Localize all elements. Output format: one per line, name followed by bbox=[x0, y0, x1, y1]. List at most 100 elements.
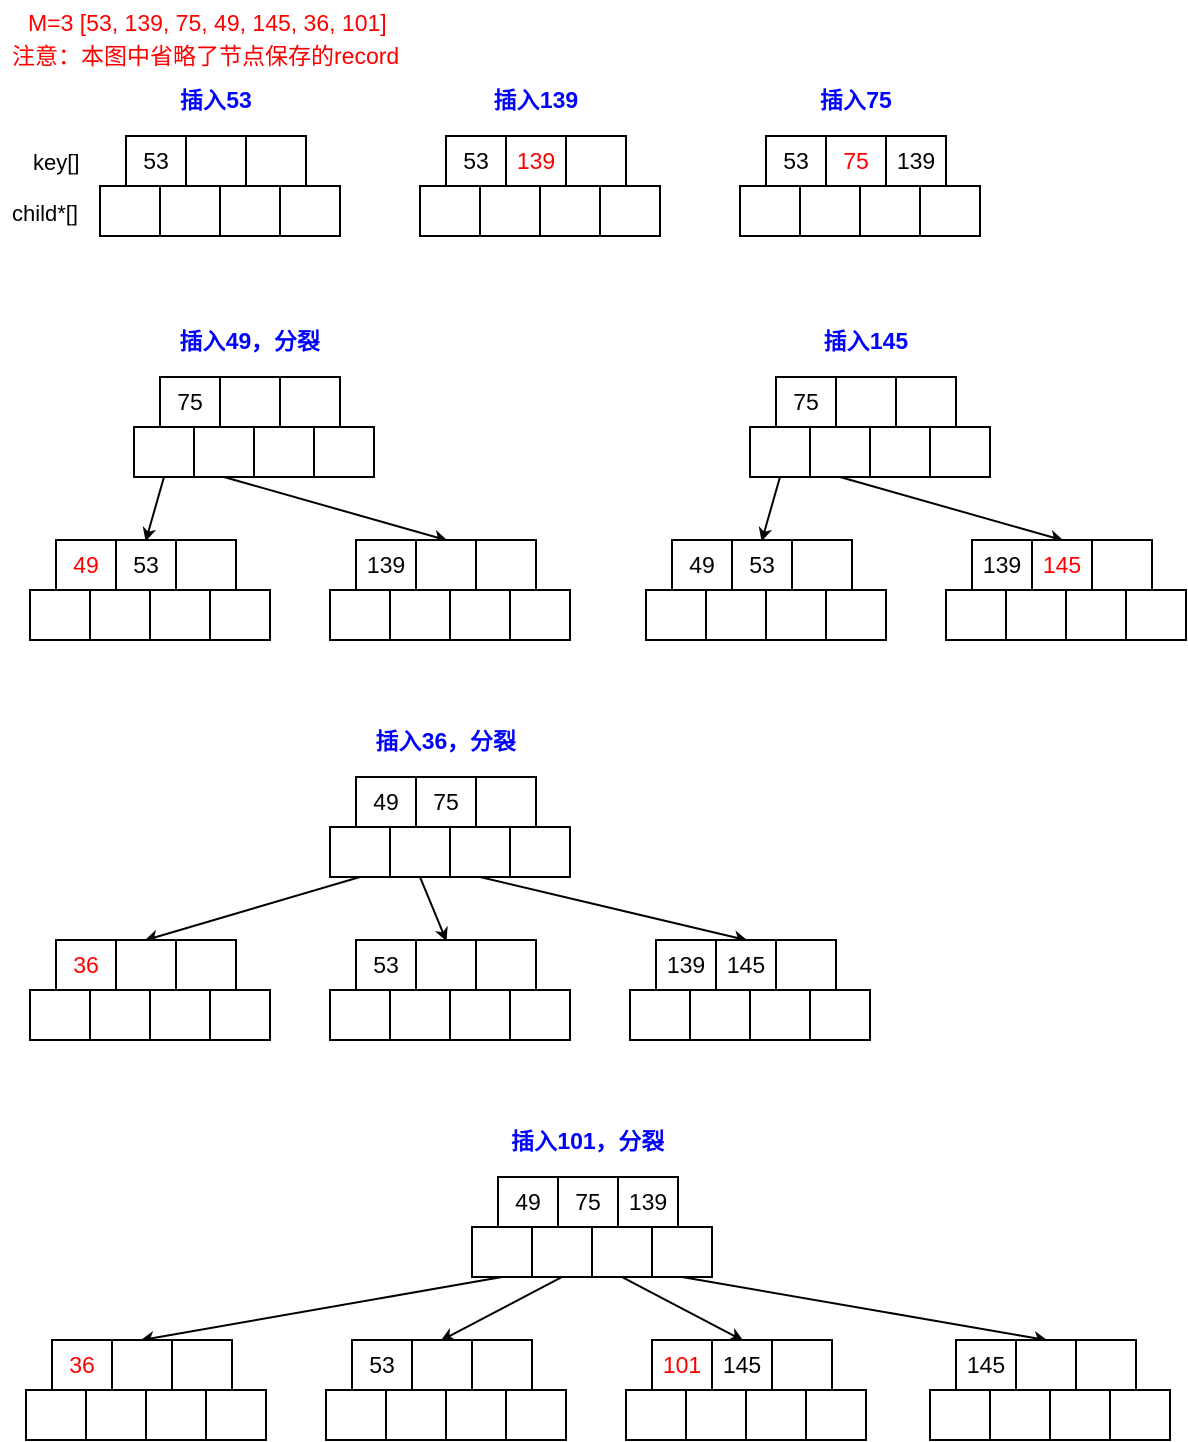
child-pointer-arrow bbox=[144, 876, 361, 944]
key-cell bbox=[111, 1339, 173, 1391]
child-pointer-cell bbox=[799, 185, 861, 237]
child-pointer-cell bbox=[531, 1226, 593, 1278]
child-pointer-arrow bbox=[758, 476, 781, 542]
new-key-value: 36 bbox=[73, 952, 99, 978]
child-node: 36 bbox=[29, 939, 271, 1041]
child-pointer-cell bbox=[445, 1389, 507, 1441]
child-pointer-cell bbox=[1125, 589, 1187, 641]
child-pointer-cell bbox=[685, 1389, 747, 1441]
key-cell bbox=[971, 539, 1033, 591]
key-value: 139 bbox=[983, 552, 1021, 578]
key-value: 53 bbox=[133, 552, 159, 578]
child-pointer-edges bbox=[142, 476, 448, 544]
new-key-value: 75 bbox=[843, 148, 869, 174]
step-title: 插入36，分裂 bbox=[376, 728, 517, 754]
child-pointer-cell bbox=[471, 1226, 533, 1278]
child-pointer-cell bbox=[539, 185, 601, 237]
key-cell bbox=[771, 1339, 833, 1391]
child-pointer-cell bbox=[449, 826, 511, 878]
key-cell bbox=[115, 939, 177, 991]
child-pointer-cell bbox=[389, 826, 451, 878]
child-pointer-cell bbox=[705, 589, 767, 641]
key-value: 75 bbox=[575, 1189, 601, 1215]
child-pointer-cell bbox=[1109, 1389, 1171, 1441]
child-pointer-cell bbox=[739, 185, 801, 237]
key-cell bbox=[475, 539, 537, 591]
child-pointer-cell bbox=[449, 989, 511, 1041]
key-array-label: key[] bbox=[33, 150, 79, 175]
root-node: 53 bbox=[99, 135, 341, 237]
key-cell bbox=[835, 376, 897, 428]
key-cell bbox=[411, 1339, 473, 1391]
child-pointer-cell bbox=[689, 989, 751, 1041]
child-pointer-cell bbox=[989, 1389, 1051, 1441]
child-pointer-arrow bbox=[839, 476, 1064, 544]
key-cell bbox=[175, 539, 237, 591]
child-pointer-cell bbox=[1005, 589, 1067, 641]
key-cell bbox=[125, 135, 187, 187]
key-value: 139 bbox=[367, 552, 405, 578]
child-pointer-cell bbox=[209, 989, 271, 1041]
key-cell bbox=[791, 539, 853, 591]
child-node: 49 53 bbox=[29, 539, 271, 641]
root-node: 75 bbox=[749, 376, 991, 478]
key-cell bbox=[565, 135, 627, 187]
child-pointer-cell bbox=[509, 826, 571, 878]
key-cell bbox=[475, 776, 537, 828]
key-cell bbox=[651, 1339, 713, 1391]
child-pointer-cell bbox=[29, 589, 91, 641]
child-pointer-cell bbox=[25, 1389, 87, 1441]
child-node: 53 bbox=[329, 939, 571, 1041]
key-cell bbox=[617, 1176, 679, 1228]
key-value: 53 bbox=[749, 552, 775, 578]
child-pointer-cell bbox=[809, 426, 871, 478]
child-pointer-cell bbox=[625, 1389, 687, 1441]
child-pointer-edges bbox=[140, 1276, 1048, 1345]
child-pointer-cell bbox=[509, 989, 571, 1041]
key-cell bbox=[1015, 1339, 1077, 1391]
child-pointer-edges bbox=[144, 876, 748, 944]
child-pointer-cell bbox=[313, 426, 375, 478]
key-cell bbox=[895, 376, 957, 428]
child-pointer-cell bbox=[219, 185, 281, 237]
child-pointer-cell bbox=[629, 989, 691, 1041]
child-pointer-cell bbox=[1049, 1389, 1111, 1441]
child-pointer-cell bbox=[509, 589, 571, 641]
key-value: 75 bbox=[433, 789, 459, 815]
child-pointer-cell bbox=[505, 1389, 567, 1441]
key-cell bbox=[415, 939, 477, 991]
key-cell bbox=[1091, 539, 1153, 591]
key-cell bbox=[497, 1176, 559, 1228]
new-key-value: 36 bbox=[69, 1352, 95, 1378]
child-pointer-cell bbox=[29, 989, 91, 1041]
child-node: 53 bbox=[325, 1339, 567, 1441]
child-pointer-arrow bbox=[419, 876, 448, 942]
child-pointer-edges bbox=[758, 476, 1064, 544]
child-pointer-cell bbox=[805, 1389, 867, 1441]
child-pointer-cell bbox=[133, 426, 195, 478]
child-node: 145 bbox=[929, 1339, 1171, 1441]
key-cell bbox=[279, 376, 341, 428]
key-cell bbox=[655, 939, 717, 991]
new-key-value: 49 bbox=[73, 552, 99, 578]
child-pointer-cell bbox=[85, 1389, 147, 1441]
key-value: 139 bbox=[897, 148, 935, 174]
key-cell bbox=[245, 135, 307, 187]
child-pointer-cell bbox=[599, 185, 661, 237]
key-cell bbox=[415, 776, 477, 828]
key-cell bbox=[557, 1176, 619, 1228]
child-pointer-cell bbox=[389, 989, 451, 1041]
key-value: 53 bbox=[373, 952, 399, 978]
key-cell bbox=[355, 939, 417, 991]
key-value: 53 bbox=[783, 148, 809, 174]
key-cell bbox=[219, 376, 281, 428]
step-title: 插入139 bbox=[494, 87, 578, 113]
key-cell bbox=[185, 135, 247, 187]
child-pointer-arrow bbox=[621, 1276, 744, 1341]
child-pointer-cell bbox=[253, 426, 315, 478]
